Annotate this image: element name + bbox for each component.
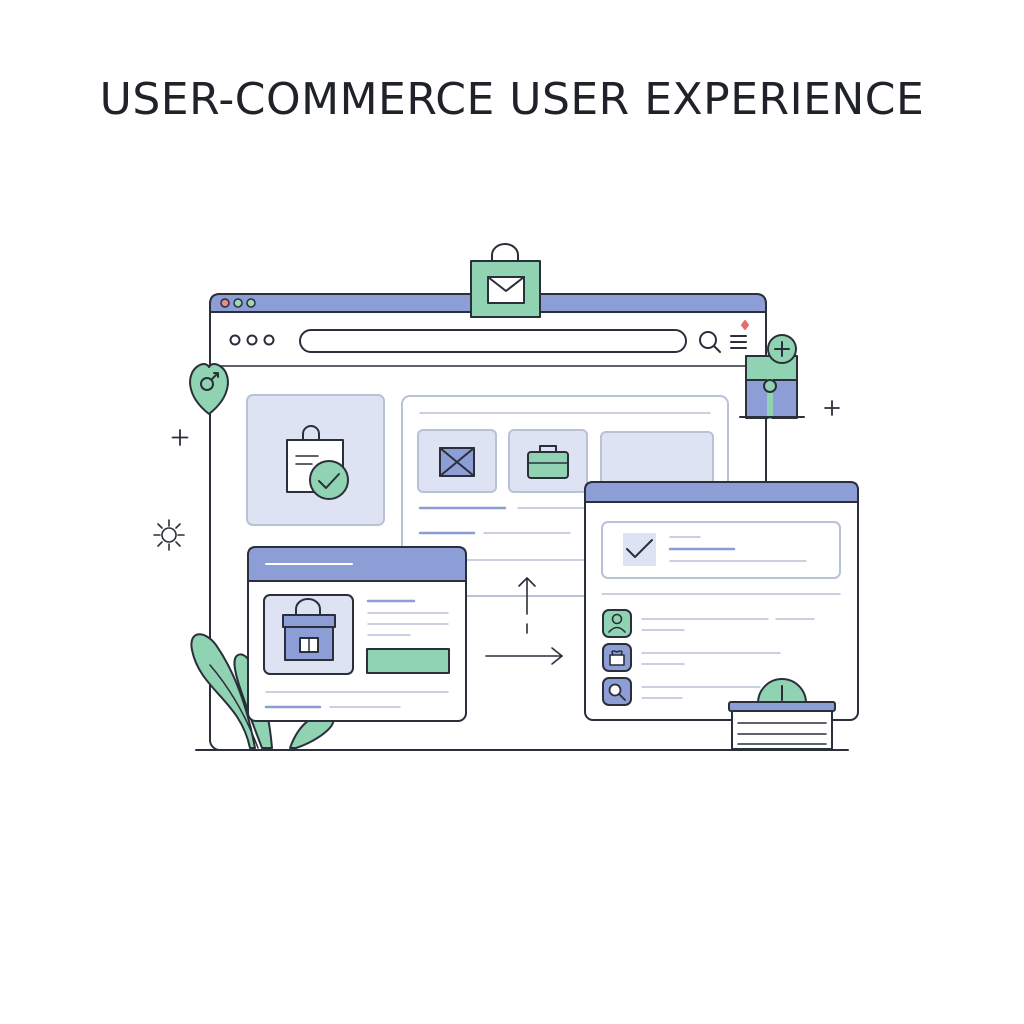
- search-icon[interactable]: [699, 331, 721, 353]
- shopping-bag-icon: [286, 425, 349, 500]
- gift-icon: [609, 650, 625, 666]
- notification-spark-icon: [741, 320, 749, 330]
- list-item-user[interactable]: [602, 609, 815, 638]
- flow-arrow-up: [518, 577, 536, 634]
- window-dots-icon[interactable]: [220, 298, 256, 308]
- flow-arrow-right: [485, 647, 563, 665]
- plus-icon-left: [171, 429, 189, 446]
- heart-pin-icon: [189, 363, 229, 415]
- gift-box-icon: [282, 598, 336, 661]
- toolbar-dots-icon[interactable]: [229, 334, 275, 346]
- add-to-cart-button[interactable]: [366, 648, 450, 674]
- address-bar[interactable]: [299, 329, 687, 353]
- coin-stack-icon: [728, 678, 836, 750]
- user-icon: [608, 613, 626, 633]
- briefcase-icon: [527, 445, 569, 479]
- product-popup-window: [247, 546, 467, 722]
- checkmark-icon: [626, 539, 653, 558]
- menu-icon[interactable]: [730, 335, 747, 349]
- product-tile-bag[interactable]: [246, 394, 385, 526]
- envelope-bag-icon: [439, 447, 475, 477]
- shopping-bag-mail-icon: [470, 243, 541, 318]
- checkout-popup-window: [584, 481, 859, 721]
- list-item-search[interactable]: [602, 677, 761, 706]
- page-title: USER-COMMERCE USER EXPERIENCE: [99, 74, 925, 125]
- gift-add-icon: [739, 334, 805, 419]
- sun-icon: [153, 519, 185, 551]
- magnifier-icon: [608, 683, 626, 701]
- list-item-gift[interactable]: [602, 643, 781, 672]
- plus-icon-right: [824, 400, 840, 416]
